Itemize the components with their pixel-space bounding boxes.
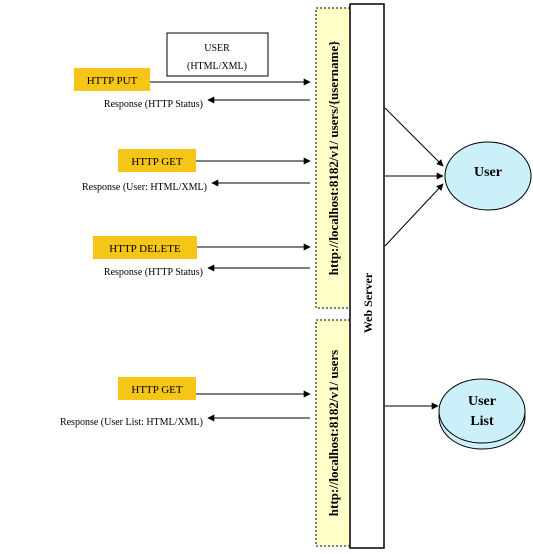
method-box [118,377,196,400]
web-server: Web Server [349,3,385,549]
method-label: HTTP GET [131,156,183,168]
endpoint-users: http://localhost:8182/v1/ users [315,319,351,547]
request-get-users: HTTP GET Response (User List: HTML/XML) [60,377,311,428]
response-label: Response (HTTP Status) [104,267,203,278]
request-delete: HTTP DELETE Response (HTTP Status) [93,236,311,278]
method-label: HTTP PUT [87,75,138,87]
method-box [74,68,150,91]
user-list-label-1: User [468,394,496,409]
endpoint-users-label: http://localhost:8182/v1/ users [326,350,341,516]
request-get-user: HTTP GET Response (User: HTML/XML) [82,149,311,193]
method-label: HTTP DELETE [109,243,181,255]
response-label: Response (User: HTML/XML) [82,182,207,193]
user-resource-label: User [474,165,502,180]
user-list-resource: User List [438,378,526,450]
request-put: HTTP PUT Response (HTTP Status) [74,68,311,110]
user-list-label-2: List [470,414,494,429]
payload-box: USER (HTML/XML) [166,32,269,77]
method-box [93,236,197,259]
payload-line2: (HTML/XML) [187,61,247,72]
server-to-user-arrow-3 [384,183,444,247]
server-to-user-arrow-1 [384,107,444,167]
web-server-label: Web Server [361,272,375,333]
endpoint-user-label: http://localhost:8182/v1/ users/{usernam… [326,41,341,276]
response-label: Response (HTTP Status) [104,99,203,110]
payload-line1: USER [204,43,230,54]
method-box [118,149,196,172]
response-label: Response (User List: HTML/XML) [60,417,203,428]
user-resource: User [444,141,532,211]
endpoint-user: http://localhost:8182/v1/ users/{usernam… [315,7,351,309]
method-label: HTTP GET [131,384,183,396]
